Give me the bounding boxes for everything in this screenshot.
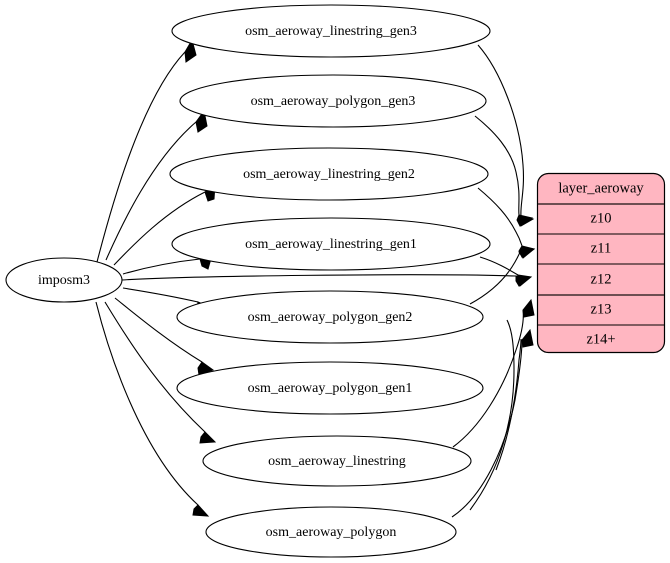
edge-linestring-gen3-to-z10: [477, 44, 535, 227]
node-osm-aeroway-polygon-gen1-label: osm_aeroway_polygon_gen1: [248, 381, 413, 396]
node-osm-aeroway-polygon[interactable]: osm_aeroway_polygon: [205, 506, 457, 558]
node-osm-aeroway-linestring-gen2-label: osm_aeroway_linestring_gen2: [243, 167, 415, 182]
node-imposm3-label: imposm3: [38, 273, 90, 288]
node-osm-aeroway-polygon-gen2[interactable]: osm_aeroway_polygon_gen2: [176, 290, 484, 344]
node-layer-aeroway-table[interactable]: layer_aeroway z10 z11 z12 z13 z14+: [536, 172, 666, 354]
edge-imposm3-to-polygon-gen3: [105, 109, 208, 261]
layer-row-z12-label: z12: [591, 271, 612, 287]
edge-imposm3-to-linestring-gen3: [96, 38, 197, 263]
layer-row-z11-label: z11: [591, 240, 611, 256]
edge-polygon-to-z14: [451, 328, 534, 518]
node-osm-aeroway-linestring-gen1[interactable]: osm_aeroway_linestring_gen1: [171, 217, 491, 271]
layer-row-z10-label: z10: [591, 210, 612, 226]
node-osm-aeroway-polygon-label: osm_aeroway_polygon: [266, 525, 397, 540]
node-osm-aeroway-polygon-gen2-label: osm_aeroway_polygon_gen2: [248, 310, 413, 325]
edge-group-nodes-to-layer: [121, 44, 536, 518]
edge-strand-a: [495, 338, 522, 471]
node-osm-aeroway-linestring-gen3[interactable]: osm_aeroway_linestring_gen3: [171, 4, 491, 58]
node-imposm3[interactable]: imposm3: [5, 257, 123, 303]
edge-polygon-gen2-to-z11: [469, 246, 536, 305]
node-osm-aeroway-polygon-gen1[interactable]: osm_aeroway_polygon_gen1: [176, 361, 484, 415]
node-osm-aeroway-polygon-gen3-label: osm_aeroway_polygon_gen3: [251, 94, 416, 109]
layer-aeroway-header-label: layer_aeroway: [558, 180, 644, 196]
edge-imposm3-to-linestring: [104, 301, 217, 444]
edge-polygon-gen3-to-z10: [474, 115, 534, 227]
edge-group-source-to-nodes: [95, 38, 217, 517]
node-osm-aeroway-linestring-gen1-label: osm_aeroway_linestring_gen1: [245, 237, 417, 252]
node-osm-aeroway-linestring-label: osm_aeroway_linestring: [268, 454, 406, 469]
node-osm-aeroway-linestring[interactable]: osm_aeroway_linestring: [202, 435, 472, 487]
layer-row-z14-label: z14+: [586, 331, 615, 347]
node-osm-aeroway-linestring-gen2[interactable]: osm_aeroway_linestring_gen2: [169, 147, 489, 201]
layer-row-z13-label: z13: [591, 301, 612, 317]
node-osm-aeroway-polygon-gen3[interactable]: osm_aeroway_polygon_gen3: [179, 74, 487, 128]
node-osm-aeroway-linestring-gen3-label: osm_aeroway_linestring_gen3: [245, 24, 417, 39]
edge-strand-b: [469, 319, 515, 511]
edge-polygon-gen1-to-z12: [121, 274, 532, 287]
edge-imposm3-to-polygon: [95, 301, 210, 517]
